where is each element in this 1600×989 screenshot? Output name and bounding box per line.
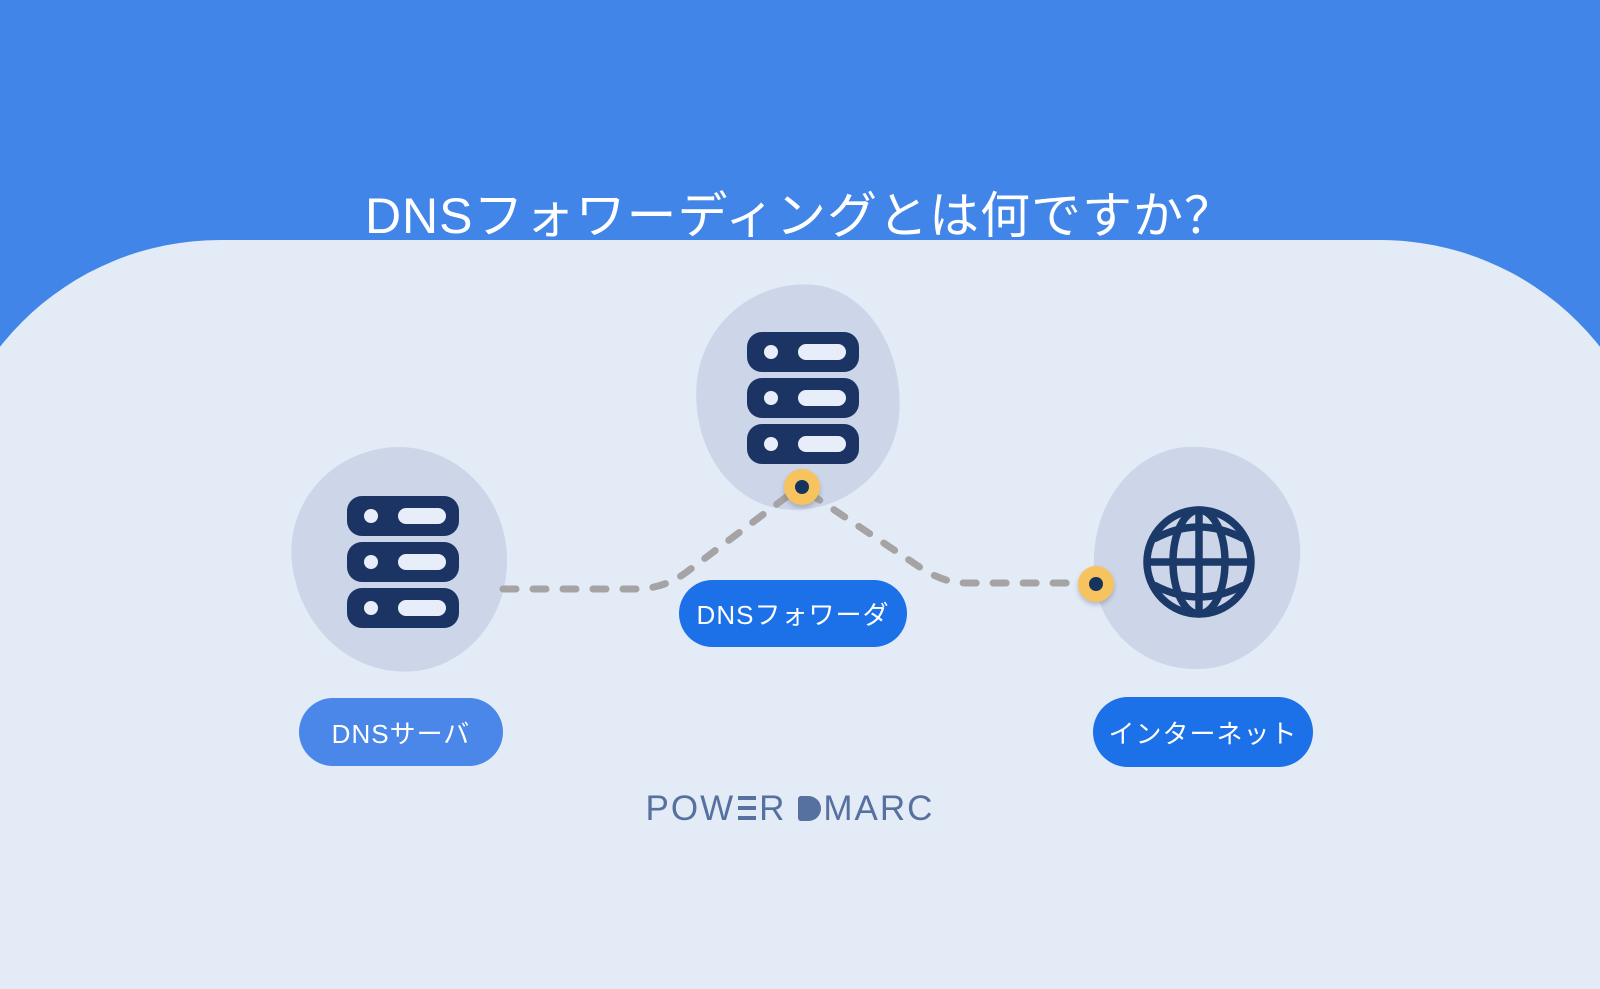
logo-stylized-e-icon (738, 796, 757, 820)
logo-solid-d-icon (798, 795, 822, 821)
logo-text-r: R (759, 789, 787, 828)
powerdmarc-logo: POW R MARC (0, 791, 1580, 826)
label-dns-forwarder: DNSフォワーダ (679, 580, 907, 647)
connection-dot-internet (1078, 566, 1114, 602)
page-title: DNSフォワーディングとは何ですか？ (364, 187, 1236, 244)
connection-dot-forwarder (784, 469, 820, 505)
globe-icon (1143, 506, 1255, 618)
logo-text-pow: POW (645, 789, 736, 828)
label-dns-server: DNSサーバ (299, 698, 503, 766)
logo-text-marc: MARC (823, 789, 935, 828)
server-icon (347, 496, 459, 628)
label-dns-server-text: DNSサーバ (331, 718, 471, 749)
label-internet-text: インターネット (1108, 718, 1298, 749)
label-internet: インターネット (1093, 697, 1313, 767)
label-dns-forwarder-text: DNSフォワーダ (696, 600, 890, 630)
server-icon (747, 332, 859, 464)
